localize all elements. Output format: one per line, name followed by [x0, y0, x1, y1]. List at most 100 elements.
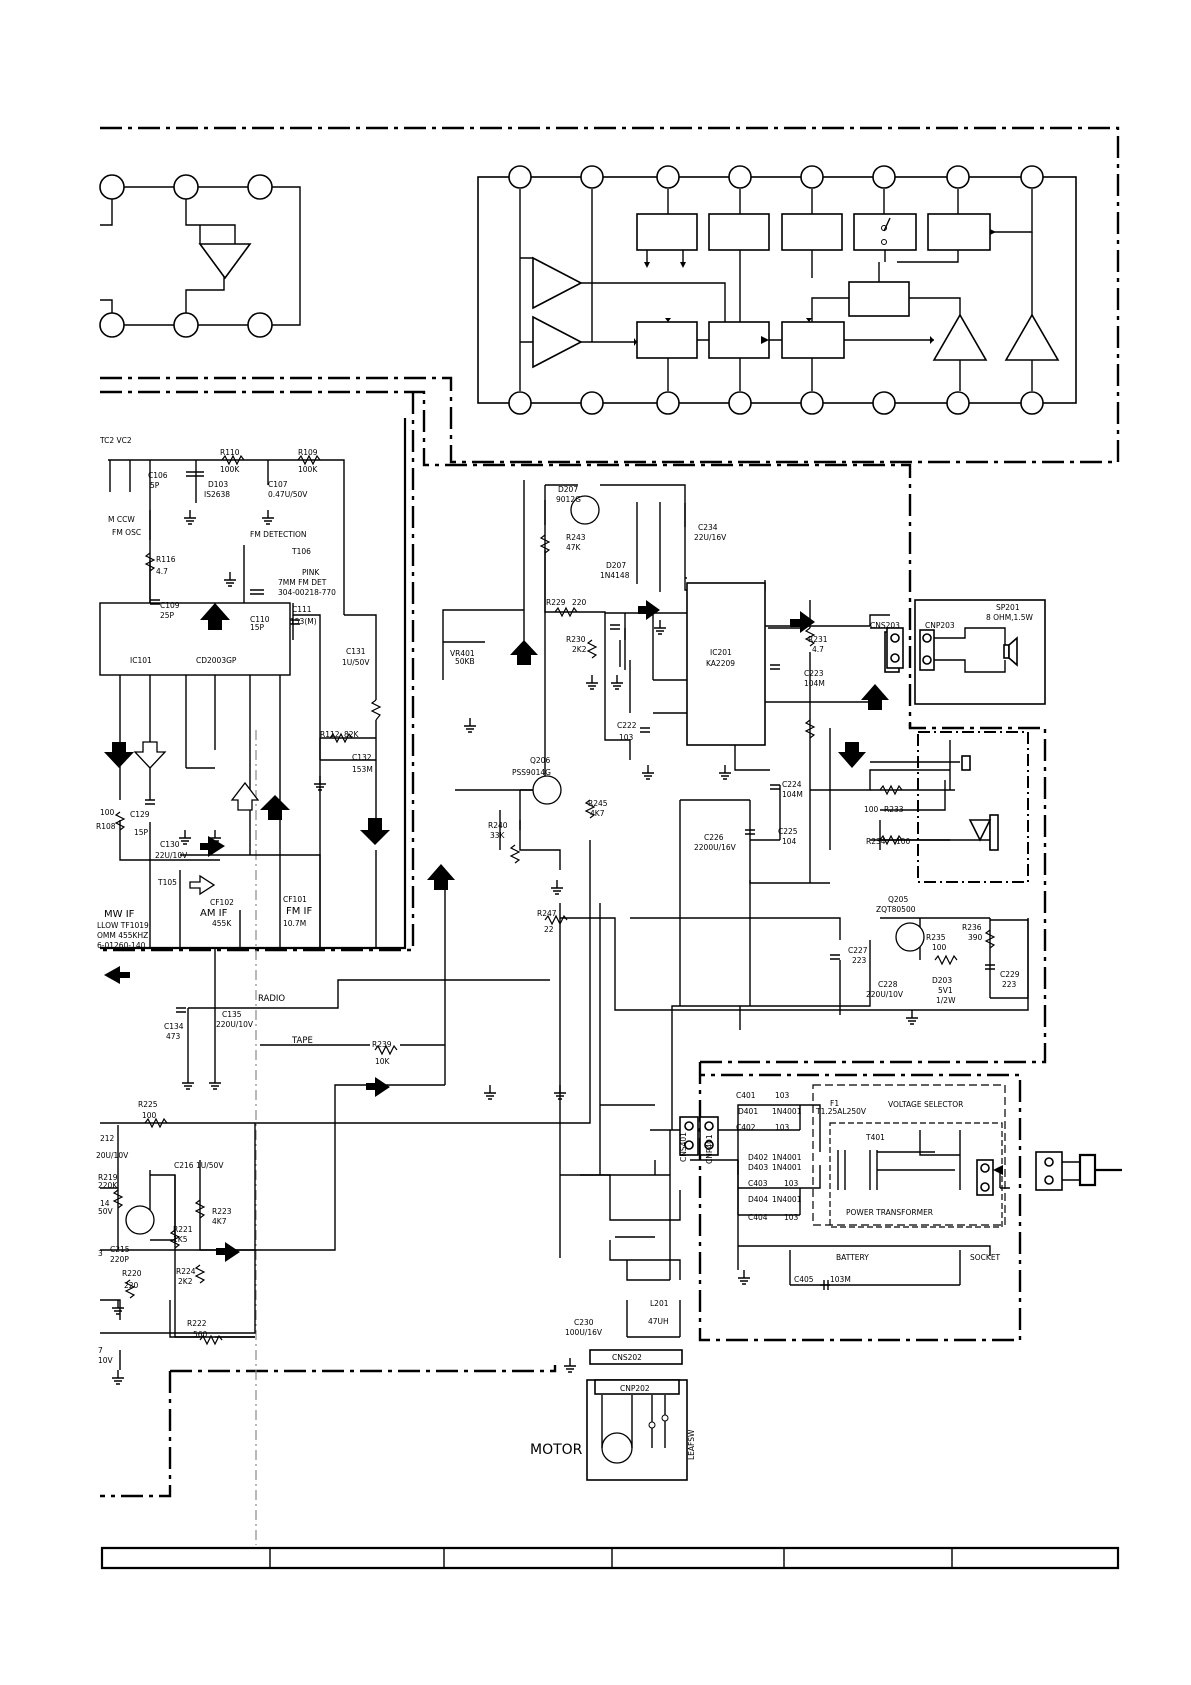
- label-f1-val: T1.25AL250V: [815, 1107, 867, 1116]
- label-r235: R235: [926, 933, 946, 942]
- ic-pin: [580, 391, 604, 415]
- label-ic101-part: CD2003GP: [196, 656, 237, 665]
- label-r220-val: 220: [124, 1281, 139, 1290]
- label-d203-w: 1/2W: [936, 996, 956, 1005]
- label-d402-val: 1N4001: [772, 1153, 802, 1162]
- label-c130: C130: [160, 840, 180, 849]
- label-socket: SOCKET: [970, 1253, 1001, 1262]
- label-d207b: D207: [606, 561, 626, 570]
- label-r219-val: 220K: [98, 1181, 118, 1190]
- label-f1: F1: [830, 1099, 839, 1108]
- label-c224-val: 104M: [782, 790, 803, 799]
- label-r240: R240: [488, 821, 508, 830]
- label-l201-val: 47UH: [648, 1317, 669, 1326]
- cns202-connector: [589, 1349, 683, 1365]
- label-c226-val: 2200U/16V: [694, 843, 737, 852]
- label-d207b-val: 1N4148: [600, 571, 630, 580]
- label-r109-val: 100K: [298, 465, 318, 474]
- label-motor: MOTOR: [530, 1442, 583, 1458]
- label-r109: R109: [298, 448, 318, 457]
- label-r225: R225: [138, 1100, 158, 1109]
- label-r222-val: 560: [193, 1330, 208, 1339]
- label-10v: 10V: [98, 1356, 114, 1365]
- label-cf101: CF101: [283, 895, 307, 904]
- label-d402: D402: [748, 1153, 768, 1162]
- label-c111: C111: [292, 605, 312, 614]
- motor-unit: [586, 1379, 688, 1481]
- label-tape: TAPE: [291, 1036, 313, 1046]
- label-r112-val: 82K: [344, 730, 360, 739]
- label-r224-val: 2K2: [178, 1277, 193, 1286]
- label-t106-part: 304-00218-770: [278, 588, 336, 597]
- label-t105: T105: [157, 878, 177, 887]
- ic-pin: [946, 391, 970, 415]
- label-c229: C229: [1000, 970, 1020, 979]
- label-c107-val: 0.47U/50V: [268, 490, 308, 499]
- label-r222: R222: [187, 1319, 207, 1328]
- label-c134-val: 473: [166, 1032, 181, 1041]
- label-ccw: M CCW: [108, 515, 135, 524]
- ic-pin: [728, 165, 752, 189]
- label-cnp203: CNP203: [925, 621, 955, 630]
- label-c106-val: 5P: [150, 481, 160, 490]
- label-c403-val: 103: [784, 1179, 799, 1188]
- label-c129: C129: [130, 810, 150, 819]
- label-radio: RADIO: [258, 994, 285, 1004]
- label-mw-if2: LLOW TF1019: [97, 921, 149, 930]
- label-c230: C230: [574, 1318, 594, 1327]
- label-r230: R230: [566, 635, 586, 644]
- label-sp201-val: 8 OHM,1.5W: [986, 613, 1033, 622]
- label-r231-val: 4.7: [812, 645, 824, 654]
- label-c111-val: 153(M): [290, 617, 317, 626]
- label-r108-val: 100: [100, 808, 115, 817]
- label-r221: R221: [173, 1225, 193, 1234]
- label-c227-val: 223: [852, 956, 867, 965]
- label-q206: Q206: [530, 756, 550, 765]
- label-c403: C403: [748, 1179, 768, 1188]
- label-d207-part: 9012G: [556, 495, 581, 504]
- ic201-chip: [686, 582, 766, 746]
- label-d404: D404: [748, 1195, 768, 1204]
- label-r116: R116: [156, 555, 176, 564]
- ic-block-left: [99, 174, 301, 338]
- label-c228: C228: [878, 980, 898, 989]
- label-d103-val: IS2638: [204, 490, 230, 499]
- label-c229-val: 223: [1002, 980, 1017, 989]
- label-c404: C404: [748, 1213, 768, 1222]
- label-r243: R243: [566, 533, 586, 542]
- label-c107: C107: [268, 480, 288, 489]
- cns203-connector: [886, 627, 904, 669]
- label-r235-val: 100: [932, 943, 947, 952]
- label-c405: C405: [794, 1275, 814, 1284]
- label-ic101: IC101: [130, 656, 152, 665]
- module-borders: [100, 126, 1120, 1545]
- label-c135: C135: [222, 1010, 242, 1019]
- label-cf101-val: 10.7M: [283, 919, 306, 928]
- label-c106: C106: [148, 471, 168, 480]
- ic-pin: [1020, 391, 1044, 415]
- label-q205-part: ZQT80500: [876, 905, 916, 914]
- label-r243-val: 47K: [566, 543, 582, 552]
- label-power-transformer: POWER TRANSFORMER: [846, 1208, 933, 1217]
- label-mw-if3: OMM 455KHZ: [97, 931, 148, 940]
- ic-pin: [872, 391, 896, 415]
- label-q205: Q205: [888, 895, 908, 904]
- label-t106-desc: 7MM FM DET: [278, 578, 327, 587]
- label-cf102-name: AM IF: [200, 908, 228, 919]
- label-c227: C227: [848, 946, 868, 955]
- label-c234-val: 22U/16V: [694, 533, 727, 542]
- label-c131: C131: [346, 647, 366, 656]
- ic-pin: [656, 165, 680, 189]
- label-r239-val: 10K: [375, 1057, 391, 1066]
- ic-pin: [656, 391, 680, 415]
- signal-arrows: [104, 600, 889, 1262]
- label-c225-val: 104: [782, 837, 797, 846]
- label-c110-val: 15P: [250, 623, 265, 632]
- label-c223-val: 104M: [804, 679, 825, 688]
- label-c216: C216: [174, 1161, 194, 1170]
- label-c134: C134: [164, 1022, 184, 1031]
- label-c130-val: 22U/10V: [155, 851, 188, 860]
- label-c225: C225: [778, 827, 798, 836]
- label-r116-val: 4.7: [156, 567, 168, 576]
